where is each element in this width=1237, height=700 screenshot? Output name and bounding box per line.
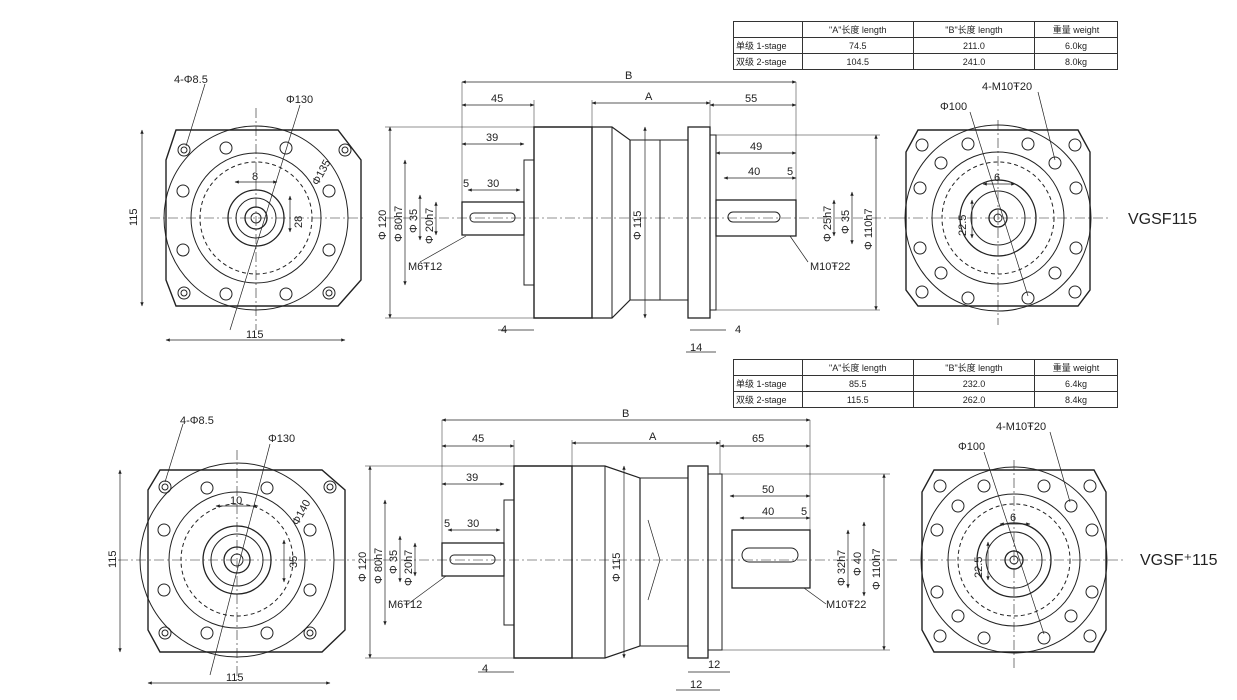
bottom-dim-39: 39 (466, 472, 478, 484)
spec-table-top: "A"长度 length "B"长度 length 重量 weight 单级 1… (733, 21, 1118, 70)
bottom-dim-phi120: Φ 120 (357, 552, 369, 582)
bottom-dim-phi115: Φ 115 (611, 553, 623, 582)
bottom-output-holes-label: 4-M10Ŧ20 (996, 421, 1046, 433)
table-row: "A"长度 length "B"长度 length 重量 weight (733, 21, 1118, 38)
bottom-dim-phi32: Φ 32h7 (836, 550, 848, 586)
bottom-dim-phi20: Φ 20h7 (403, 550, 415, 586)
bottom-flange-key-width-label: 10 (230, 495, 242, 507)
top-flange-height-label: 115 (128, 208, 140, 226)
top-flange-side-dia-label: Φ135 (310, 158, 333, 188)
bottom-dim-phi110: Φ 110h7 (871, 548, 883, 590)
top-dim-phi25: Φ 25h7 (822, 206, 834, 242)
bottom-flange-key-height-label: 35 (288, 556, 300, 568)
top-dim-4b: 4 (735, 324, 741, 336)
bottom-output-flange-view (910, 431, 1125, 670)
bottom-dim-phi40: Φ 40 (852, 552, 864, 576)
top-dim-B: B (625, 70, 632, 82)
top-dim-39: 39 (486, 132, 498, 144)
table-cell: 8.4kg (1034, 391, 1118, 408)
top-input-flange-view (140, 83, 365, 342)
top-flange-holes-label: 4-Φ8.5 (174, 74, 208, 86)
bottom-labels: 4-Φ8.5 Φ130 115 115 10 35 Φ140 B A 45 65… (107, 408, 1218, 691)
top-dim-m10: M10Ŧ22 (810, 261, 850, 273)
top-dim-5b: 5 (787, 166, 793, 178)
top-flange-width-label: 115 (246, 329, 264, 341)
top-dim-phi20: Φ 20h7 (424, 208, 436, 244)
top-labels: 4-Φ8.5 Φ130 115 115 8 28 Φ135 B A 45 55 … (128, 70, 1197, 354)
top-dim-45: 45 (491, 93, 503, 105)
table-cell: 115.5 (801, 391, 914, 408)
bottom-side-view (365, 418, 900, 691)
top-dim-5a: 5 (463, 178, 469, 190)
top-dim-14: 14 (690, 342, 702, 354)
bottom-dim-m10: M10Ŧ22 (826, 599, 866, 611)
top-flange-pcd-label: Φ130 (286, 94, 313, 106)
bottom-dim-65: 65 (752, 433, 764, 445)
bottom-flange-height-label: 115 (107, 550, 119, 568)
top-dim-phi120: Φ 120 (377, 210, 389, 240)
top-output-flange-view (895, 91, 1108, 325)
bottom-dim-phi80: Φ 80h7 (373, 548, 385, 584)
bottom-output-pcd-label: Φ100 (958, 441, 985, 453)
bottom-dim-phi35a: Φ 35 (388, 550, 400, 574)
top-output-holes-label: 4-M10Ŧ20 (982, 81, 1032, 93)
bottom-flange-holes-label: 4-Φ8.5 (180, 415, 214, 427)
bottom-flange-pcd-label: Φ130 (268, 433, 295, 445)
bottom-output-dim-label: 22.5 (973, 557, 985, 578)
bottom-output-key-label: 6 (1010, 512, 1016, 524)
table-cell: 262.0 (912, 391, 1036, 408)
top-dim-49: 49 (750, 141, 762, 153)
top-dim-phi110: Φ 110h7 (863, 208, 875, 250)
bottom-dim-12b: 12 (690, 679, 702, 691)
table-cell: 8.0kg (1034, 53, 1118, 70)
bottom-dim-A: A (649, 431, 657, 443)
bottom-dim-4: 4 (482, 663, 488, 675)
bottom-dim-5b: 5 (801, 506, 807, 518)
top-dim-A: A (645, 91, 653, 103)
top-dim-phi80: Φ 80h7 (393, 206, 405, 242)
spec-table-bottom: "A"长度 length "B"长度 length 重量 weight 单级 1… (733, 359, 1118, 408)
top-dim-30: 30 (487, 178, 499, 190)
top-dim-phi35a: Φ 35 (408, 209, 420, 233)
table-row: 双级 2-stage 115.5 262.0 8.4kg (733, 391, 1118, 408)
top-dim-40: 40 (748, 166, 760, 178)
bottom-input-flange-view (118, 423, 355, 685)
bottom-model-label: VGSF⁺115 (1140, 552, 1218, 569)
top-output-pcd-label: Φ100 (940, 101, 967, 113)
bottom-dim-B: B (622, 408, 629, 420)
top-dim-4a: 4 (501, 324, 507, 336)
top-dim-phi115: Φ 115 (632, 211, 644, 240)
top-flange-key-height-label: 28 (293, 216, 305, 228)
bottom-dim-30: 30 (467, 518, 479, 530)
bottom-dim-12a: 12 (708, 659, 720, 671)
table-row: 双级 2-stage 104.5 241.0 8.0kg (733, 53, 1118, 70)
bottom-dim-40: 40 (762, 506, 774, 518)
bottom-dim-m6: M6Ŧ12 (388, 599, 422, 611)
bottom-flange-side-dia-label: Φ140 (290, 498, 313, 528)
top-flange-key-width-label: 8 (252, 171, 258, 183)
top-dim-m6: M6Ŧ12 (408, 261, 442, 273)
top-dim-55: 55 (745, 93, 757, 105)
top-side-view (385, 80, 895, 353)
top-dim-phi35b: Φ 35 (840, 210, 852, 234)
top-output-dim-label: 22.5 (957, 215, 969, 236)
top-output-key-label: 6 (994, 172, 1000, 184)
bottom-dim-5a: 5 (444, 518, 450, 530)
table-cell: 241.0 (912, 53, 1036, 70)
bottom-dim-45: 45 (472, 433, 484, 445)
table-cell: 104.5 (801, 53, 914, 70)
bottom-dim-50: 50 (762, 484, 774, 496)
top-model-label: VGSF115 (1128, 211, 1197, 228)
bottom-flange-width-label: 115 (226, 672, 244, 684)
